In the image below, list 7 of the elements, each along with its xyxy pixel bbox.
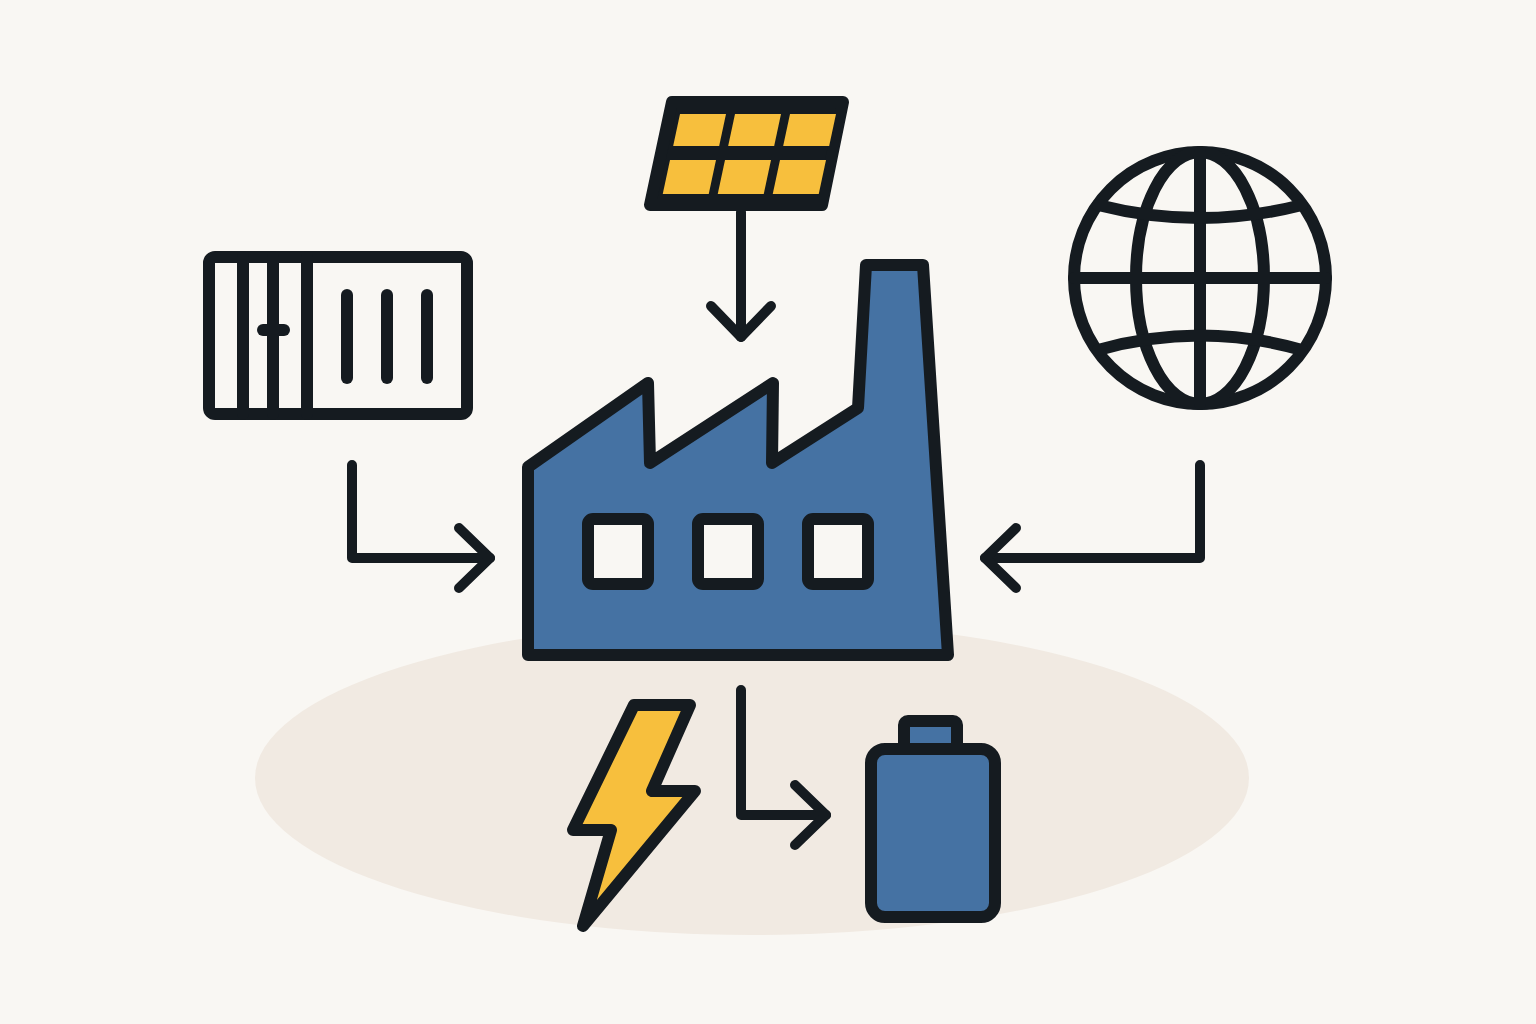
arrow [980, 460, 1205, 593]
factory-icon [520, 258, 956, 662]
battery-icon [864, 714, 1002, 924]
arrow [736, 685, 831, 850]
arrow [347, 460, 495, 593]
globe-icon [1067, 145, 1333, 411]
solar-panel-icon [644, 96, 850, 212]
